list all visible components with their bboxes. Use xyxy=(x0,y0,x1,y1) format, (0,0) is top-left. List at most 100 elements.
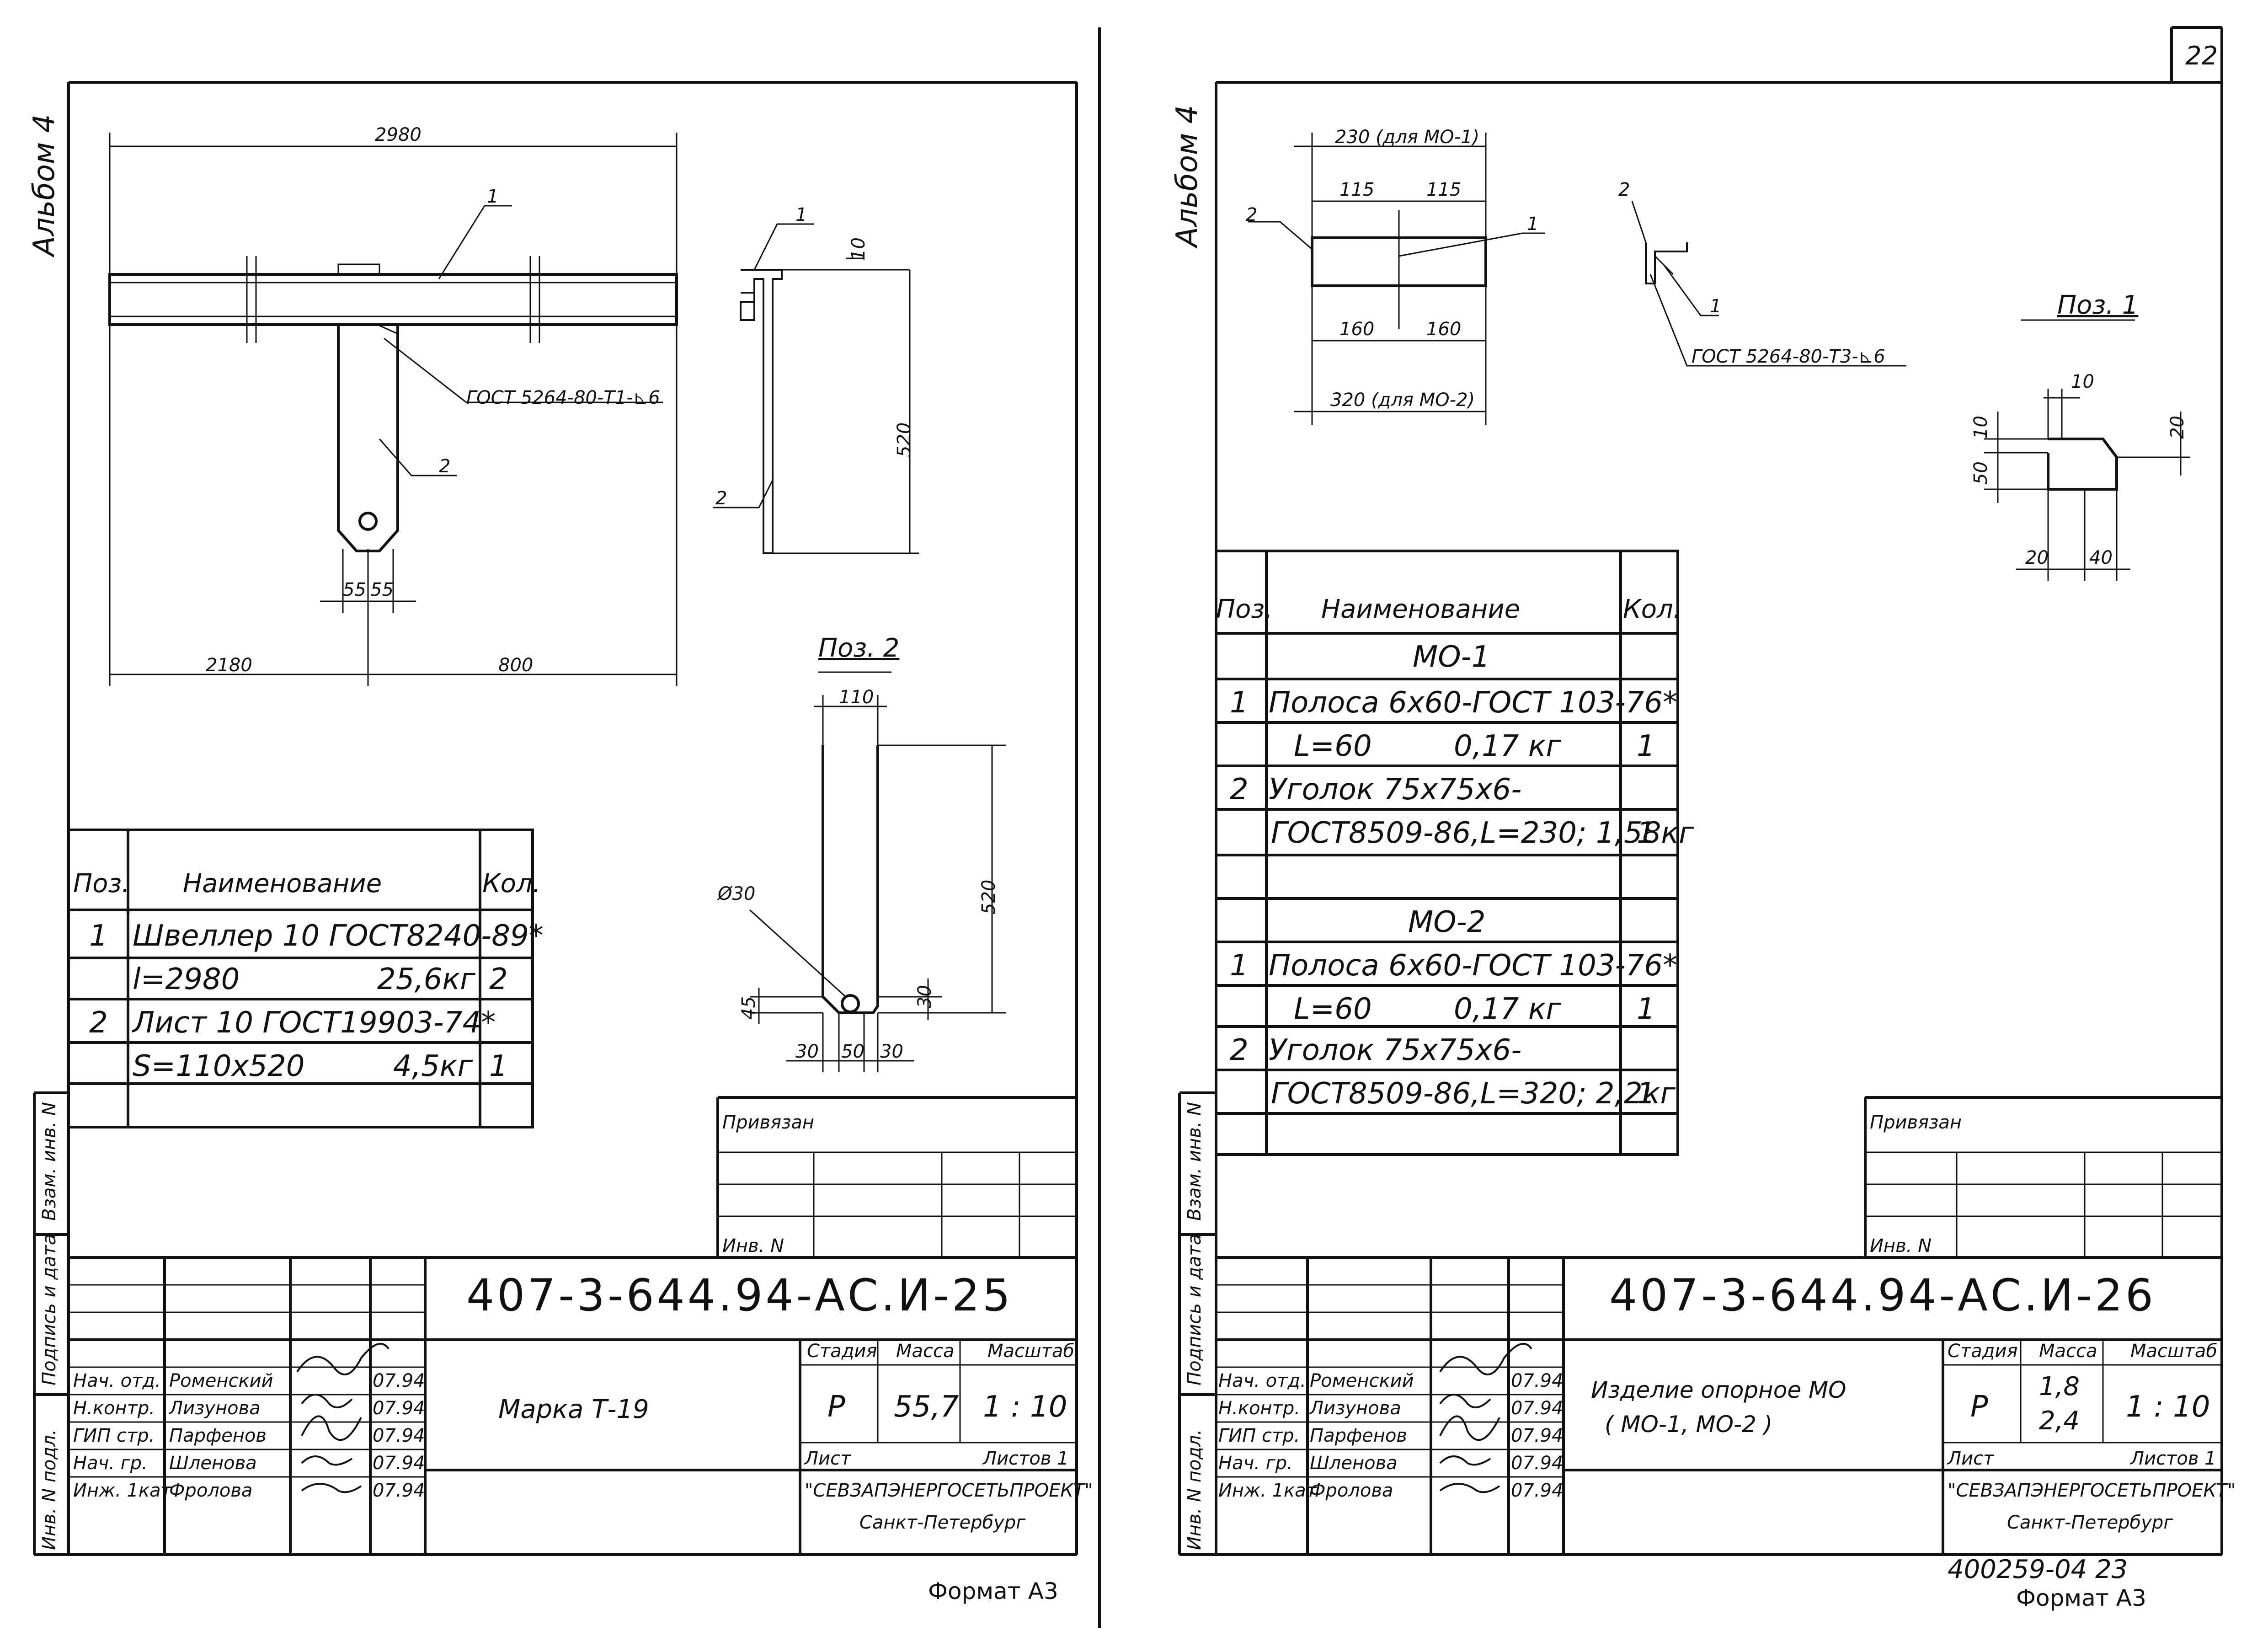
city-name: Санкт-Петербург xyxy=(859,1512,1026,1533)
sheet-label: Лист xyxy=(1948,1448,1994,1469)
privyazan-label: Привязан xyxy=(1870,1112,1962,1133)
format-label: Формат А3 xyxy=(928,1578,1058,1604)
sheets-label: Листов 1 xyxy=(983,1448,1069,1469)
staff-name: Лизунова xyxy=(1310,1398,1401,1419)
spec-qty: 2 xyxy=(489,963,508,996)
pos2-dia: Ø30 xyxy=(718,883,756,904)
dim-right: 800 xyxy=(498,655,534,676)
stage-header: Стадия xyxy=(807,1341,877,1362)
staff-name: Лизунова xyxy=(169,1398,261,1419)
spec-pos: 2 xyxy=(1230,1033,1249,1067)
spec-group: МО-2 xyxy=(1408,905,1486,939)
pos1-top: 10 xyxy=(2071,371,2094,392)
dim-a: 115 xyxy=(1339,179,1375,200)
pos1-bottom-a: 20 xyxy=(2025,547,2049,568)
album-label-right: Альбом 4 xyxy=(1170,105,1204,247)
side-label: Инв. N подл. xyxy=(1184,1429,1205,1550)
spec-name: Полоса 6х60-ГОСТ 103-76* xyxy=(1269,949,1678,983)
stage-value: Р xyxy=(827,1390,845,1424)
pos2-bottom-b: 50 xyxy=(841,1041,865,1062)
spec-pos: 1 xyxy=(89,919,108,953)
staff-date: 07.94 xyxy=(373,1453,425,1474)
scale-header: Масштаб xyxy=(987,1341,1075,1362)
sheet-label: Лист xyxy=(805,1448,851,1469)
staff-name: Фролова xyxy=(1310,1480,1393,1501)
spec-header-qty: Кол. xyxy=(1623,594,1681,624)
staff-date: 07.94 xyxy=(373,1398,425,1419)
spec-header-pos: Поз. xyxy=(1216,594,1273,624)
mass-header: Масса xyxy=(896,1341,955,1362)
city-name: Санкт-Петербург xyxy=(2007,1512,2173,1533)
spec-name: Уголок 75х75х6- xyxy=(1269,773,1522,807)
spec-mass: 4,5кг xyxy=(393,1049,473,1083)
doc-title-1: Изделие опорное МО xyxy=(1591,1377,1846,1403)
album-label-left: Альбом 4 xyxy=(27,114,61,256)
pos-label: 1 xyxy=(795,204,807,225)
spec-name: L=60 xyxy=(1294,992,1372,1026)
org-name: "СЕВЗАПЭНЕРГОСЕТЬПРОЕКТ" xyxy=(805,1480,1093,1501)
dim-c: 160 xyxy=(1339,319,1375,340)
spec-qty: 1 xyxy=(489,1049,508,1083)
spec-qty: 1 xyxy=(1637,816,1655,850)
spec-qty: 1 xyxy=(1637,1077,1655,1111)
pos2-bottom-a: 30 xyxy=(795,1041,819,1062)
spec-pos: 1 xyxy=(1230,686,1249,720)
pos-label: 2 xyxy=(1618,179,1630,200)
pos2-height: 520 xyxy=(978,879,999,914)
dim-left: 2180 xyxy=(206,655,252,676)
spec-pos: 1 xyxy=(1230,949,1249,983)
spec-mass: 0,17 кг xyxy=(1454,729,1562,763)
spec-header-pos: Поз. xyxy=(73,869,130,898)
staff-date: 07.94 xyxy=(373,1480,425,1501)
spec-name: L=60 xyxy=(1294,729,1372,763)
pos-label: 1 xyxy=(1710,296,1722,317)
staff-role: ГИП стр. xyxy=(1218,1425,1300,1446)
dim-d: 160 xyxy=(1426,319,1462,340)
spec-header-name: Наименование xyxy=(1321,594,1521,624)
spec-name: ГОСТ8509-86,L=320; 2,2кг xyxy=(1271,1077,1676,1111)
staff-role: Н.контр. xyxy=(1218,1398,1300,1419)
dim-hole-b: 55 xyxy=(370,579,394,600)
pos-label: 1 xyxy=(1527,214,1539,235)
pos1-right: 20 xyxy=(2167,416,2188,439)
side-label: Подпись и дата xyxy=(1184,1234,1205,1385)
scale-value: 1 : 10 xyxy=(983,1390,1067,1424)
privyazan-label: Привязан xyxy=(722,1112,815,1133)
weld-note-left: ГОСТ 5264-80-Т1-⊾6 xyxy=(466,387,660,408)
pos-label: 2 xyxy=(439,456,451,477)
pos-label: 2 xyxy=(715,488,727,509)
staff-role: Инж. 1кат xyxy=(1218,1480,1317,1501)
doc-title: Марка Т-19 xyxy=(498,1395,649,1424)
pos2-chamfer-v: 30 xyxy=(914,985,935,1008)
staff-date: 07.94 xyxy=(1511,1480,1564,1501)
dim-bottom: 320 (для МО-2) xyxy=(1330,390,1475,411)
staff-name: Роменский xyxy=(169,1370,273,1391)
staff-name: Фролова xyxy=(169,1480,253,1501)
staff-name: Шленова xyxy=(169,1453,257,1474)
spec-name: Полоса 6х60-ГОСТ 103-76* xyxy=(1269,686,1678,720)
org-name: "СЕВЗАПЭНЕРГОСЕТЬПРОЕКТ" xyxy=(1948,1480,2236,1501)
scale-header: Масштаб xyxy=(2130,1341,2218,1362)
weld-note-right: ГОСТ 5264-80-Т3-⊾6 xyxy=(1692,346,1885,367)
staff-role: Н.контр. xyxy=(73,1398,155,1419)
pos-label: 1 xyxy=(487,186,499,207)
spec-name: Уголок 75х75х6- xyxy=(1269,1033,1522,1067)
staff-date: 07.94 xyxy=(1511,1370,1564,1391)
spec-name: l=2980 xyxy=(133,963,240,996)
pos1-left-top: 10 xyxy=(1970,416,1991,439)
mass-value-1: 1,8 xyxy=(2039,1372,2080,1401)
staff-date: 07.94 xyxy=(373,1370,425,1391)
spec-mass: 25,6кг xyxy=(377,963,475,996)
staff-role: ГИП стр. xyxy=(73,1425,155,1446)
archive-stamp: 400259-04 23 xyxy=(1948,1555,2128,1584)
mass-value: 55,7 xyxy=(894,1390,959,1424)
mass-value-2: 2,4 xyxy=(2039,1406,2080,1436)
spec-header-qty: Кол. xyxy=(482,869,541,898)
staff-role: Инж. 1кат xyxy=(73,1480,171,1501)
sheet-number: 22 xyxy=(2185,41,2218,71)
pos2-bottom-c: 30 xyxy=(880,1041,903,1062)
inv-label: Инв. N xyxy=(1870,1235,1932,1257)
stage-value: Р xyxy=(1970,1390,1988,1424)
spec-name: ГОСТ8509-86,L=230; 1,58кг xyxy=(1271,816,1694,850)
